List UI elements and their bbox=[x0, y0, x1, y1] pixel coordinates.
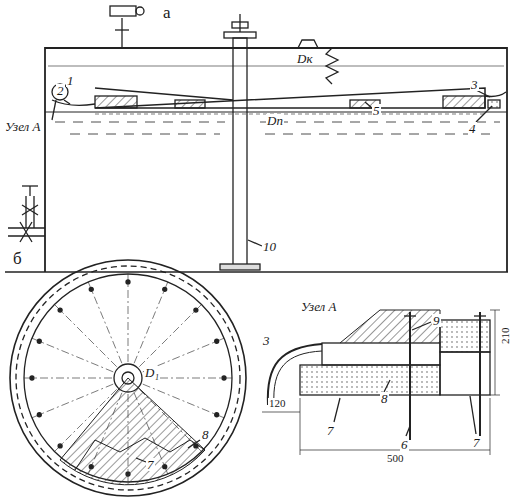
dimension: 500 bbox=[386, 453, 405, 464]
hole bbox=[58, 308, 62, 312]
radial-line bbox=[54, 304, 116, 366]
callout-number: 10 bbox=[262, 240, 277, 253]
hole bbox=[89, 287, 93, 291]
hole bbox=[58, 444, 62, 448]
view-b bbox=[10, 260, 246, 496]
view-letter: а bbox=[162, 4, 172, 21]
callout-number: 7 bbox=[326, 424, 335, 437]
radial-line bbox=[32, 338, 113, 372]
hole bbox=[215, 339, 219, 343]
callout-number: 2 bbox=[56, 84, 65, 97]
detail-label: Узел А bbox=[300, 300, 337, 313]
radial-line bbox=[128, 274, 129, 362]
callout-number: 9 bbox=[432, 314, 441, 327]
detail-label: Узел А bbox=[4, 120, 41, 133]
hole bbox=[215, 413, 219, 417]
callout-number: 4 bbox=[468, 122, 477, 135]
diameter-label: Dк bbox=[296, 52, 313, 65]
radial-line bbox=[139, 304, 201, 366]
hole bbox=[194, 308, 198, 312]
callout-number: 3 bbox=[470, 78, 479, 91]
radial-line bbox=[134, 282, 168, 363]
dimension: 120 bbox=[268, 398, 287, 409]
hole bbox=[37, 339, 41, 343]
callout-number: 8 bbox=[201, 428, 210, 441]
callout-number: 7 bbox=[472, 436, 481, 449]
radial-line bbox=[24, 378, 112, 379]
hole bbox=[163, 287, 167, 291]
radial-line bbox=[88, 282, 122, 363]
diameter-label: Dп bbox=[266, 114, 284, 127]
detail-a bbox=[262, 310, 500, 455]
callout-number: 6 bbox=[400, 438, 409, 451]
view-a bbox=[5, 6, 508, 272]
hole bbox=[37, 413, 41, 417]
diameter-label: D₁ bbox=[144, 366, 160, 379]
callout-number: 7 bbox=[146, 458, 155, 471]
hole bbox=[126, 280, 130, 284]
callout-number: 8 bbox=[380, 392, 389, 405]
hole bbox=[30, 376, 34, 380]
callout-number: 1 bbox=[66, 74, 75, 87]
callout-number: 5 bbox=[372, 104, 381, 117]
callout-number: 3 bbox=[262, 334, 271, 347]
view-letter: б bbox=[12, 250, 23, 267]
dimension: 210 bbox=[500, 327, 511, 346]
hole bbox=[222, 376, 226, 380]
